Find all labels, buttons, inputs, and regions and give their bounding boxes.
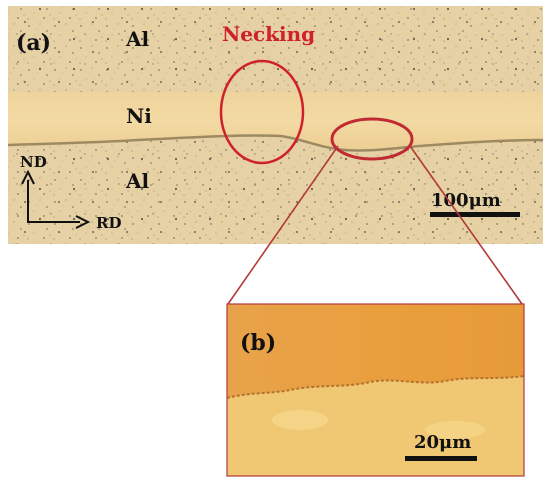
ni-al-interface (7, 134, 544, 152)
scale-bar-b-label: 20μm (414, 432, 471, 453)
inset-lower-region (227, 376, 524, 476)
scale-bar-a-label: 100μm (431, 190, 501, 211)
panel-b-label: (b) (240, 330, 276, 356)
ni-layer (8, 92, 543, 151)
scale-bar-a (430, 212, 520, 217)
inset-border (226, 303, 525, 477)
orientation-axes: ND RD (20, 153, 121, 232)
nd-label: ND (20, 153, 47, 171)
zoom-region-ellipse (330, 117, 414, 161)
ni-label: Ni (126, 104, 152, 128)
zoom-line-left (227, 145, 339, 305)
inset-grain (425, 421, 485, 439)
necking-ellipse (219, 59, 305, 165)
panel-a-label: (a) (16, 30, 51, 56)
top-al-label: Al (125, 27, 150, 51)
bottom-al-label: Al (125, 169, 150, 193)
panel-b: (b) 20μm (226, 303, 525, 477)
rd-arrow-icon (75, 215, 91, 229)
necking-label: Necking (222, 22, 315, 46)
inset-grain (272, 410, 328, 430)
panel-a: (a) Al Ni Al Necking ND RD 100μm (7, 6, 544, 244)
scale-bar-b (405, 456, 477, 461)
inset-interface (226, 375, 525, 399)
nd-arrow-icon (21, 169, 35, 185)
rd-label: RD (96, 214, 121, 232)
zoom-line-right (409, 145, 523, 305)
